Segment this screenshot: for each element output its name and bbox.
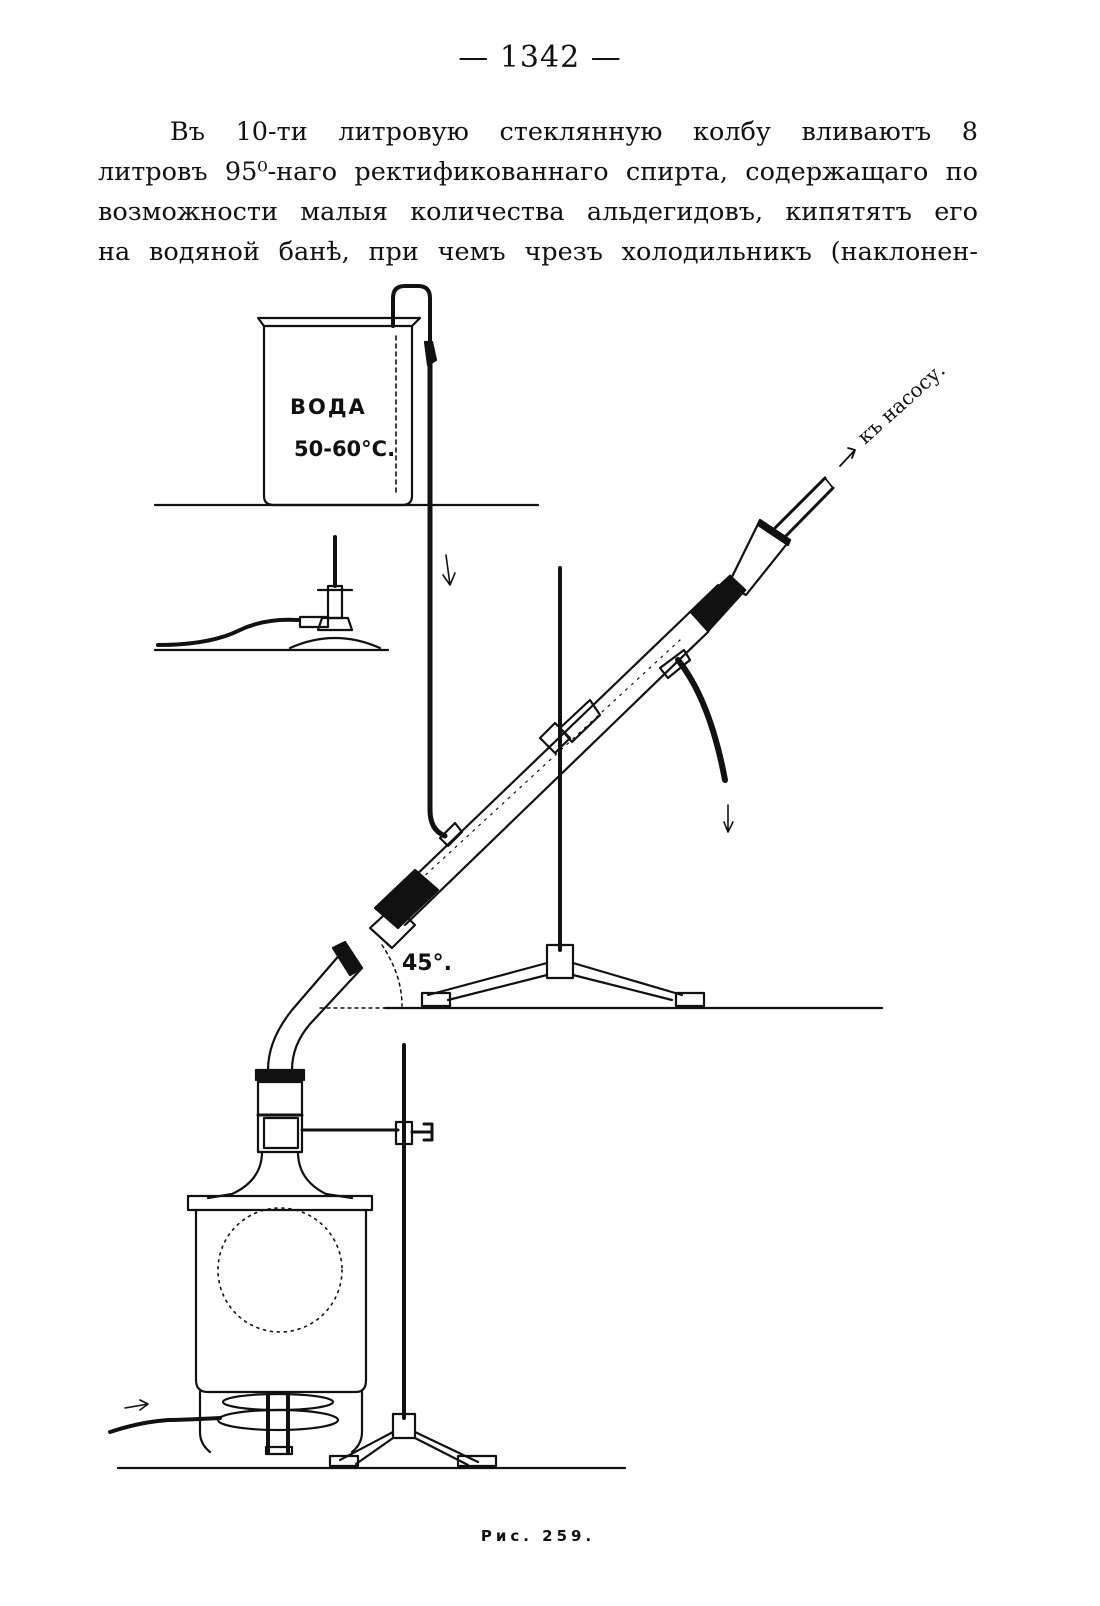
beaker-label: ВОДА	[290, 395, 367, 419]
condenser	[368, 447, 856, 950]
paragraph: Въ 10-ти литровую стеклянную колбу влива…	[98, 112, 978, 272]
angle-marker	[381, 944, 403, 1007]
pump-label: къ насосу.	[852, 358, 949, 449]
water-beaker	[256, 316, 422, 507]
siphon-tube	[391, 284, 456, 839]
page-number: — 1342 —	[458, 40, 622, 75]
figure-caption: Рис. 259.	[480, 1527, 596, 1545]
adapter-tube	[254, 940, 364, 1082]
flask-and-water-bath	[108, 1080, 374, 1456]
bunsen-burner-small	[153, 535, 390, 652]
beaker-temperature: 50-60°C.	[294, 437, 395, 461]
paragraph-line: возможности малыя количества альдегидовъ…	[98, 197, 978, 227]
angle-label: 45°.	[402, 951, 452, 976]
paragraph-line: литровъ 95⁰-наго ректификованнаго спирта…	[98, 157, 978, 187]
flask-stand	[300, 1043, 498, 1468]
paragraph-line: на водяной банѣ, при чемъ чрезъ холодиль…	[98, 237, 978, 267]
paragraph-line: Въ 10-ти литровую стеклянную колбу влива…	[170, 117, 978, 147]
condenser-stand	[420, 566, 706, 1008]
